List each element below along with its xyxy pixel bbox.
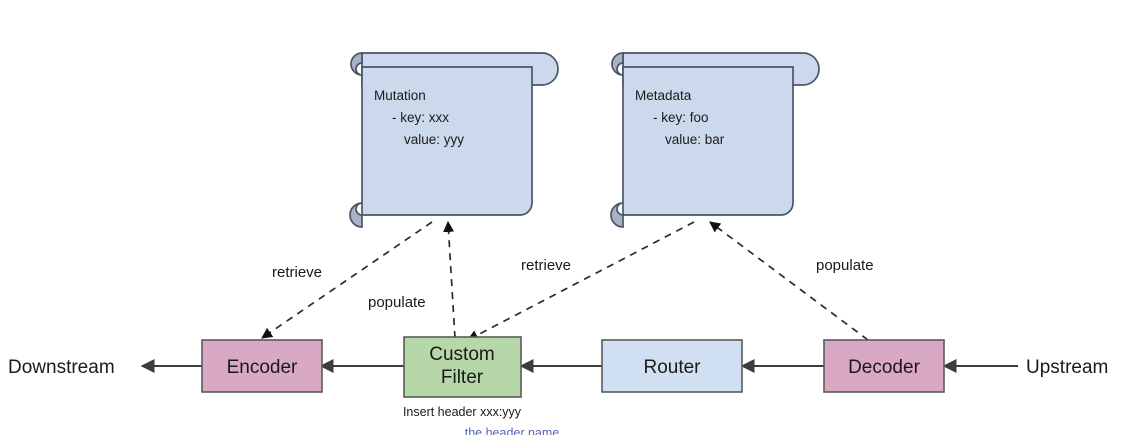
edge-label-retrieve-right: retrieve (521, 257, 571, 274)
node-encoder[interactable]: Encoder (201, 339, 323, 393)
custom-filter-label-line1: Custom (429, 344, 494, 365)
edge-label-retrieve-left: retrieve (272, 264, 322, 281)
metadata-note-curl-bottom (610, 202, 624, 228)
node-router[interactable]: Router (601, 339, 743, 393)
edge-populate-metadata (709, 221, 869, 341)
metadata-note-curl-top (611, 52, 624, 76)
mutation-note-curl-bottom (349, 202, 363, 228)
custom-filter-box[interactable] (403, 336, 522, 398)
mutation-note: Mutation - key: xxx value: yyy (349, 52, 559, 228)
cut-off-caption: the header name (465, 426, 560, 435)
router-label: Router (643, 357, 701, 378)
upstream-label: Upstream (1026, 357, 1108, 378)
metadata-note-line2: value: bar (665, 132, 725, 147)
mutation-note-line2: value: yyy (404, 132, 464, 147)
mutation-note-body (361, 66, 533, 216)
encoder-box[interactable] (201, 339, 323, 393)
downstream-label: Downstream (8, 357, 115, 378)
mutation-note-title: Mutation (374, 88, 426, 103)
decoder-label: Decoder (848, 357, 920, 378)
metadata-note: Metadata - key: foo value: bar (610, 52, 820, 228)
node-custom-filter[interactable]: Custom Filter (403, 336, 522, 398)
router-box[interactable] (601, 339, 743, 393)
metadata-note-line1: - key: foo (653, 110, 709, 125)
mutation-note-line1: - key: xxx (392, 110, 449, 125)
mutation-note-curl-top (350, 52, 363, 76)
filter-caption: Insert header xxx:yyy (403, 405, 522, 419)
edge-retrieve-filter (467, 221, 695, 341)
edge-label-populate-left: populate (368, 294, 426, 311)
encoder-label: Encoder (227, 357, 298, 378)
custom-filter-label-line2: Filter (441, 367, 484, 388)
metadata-note-body (622, 66, 794, 216)
edge-retrieve-encoder (261, 221, 433, 339)
metadata-note-title: Metadata (635, 88, 692, 103)
edge-populate-mutation (443, 220, 456, 339)
node-decoder[interactable]: Decoder (823, 339, 945, 393)
edge-label-populate-right: populate (816, 257, 874, 274)
decoder-box[interactable] (823, 339, 945, 393)
